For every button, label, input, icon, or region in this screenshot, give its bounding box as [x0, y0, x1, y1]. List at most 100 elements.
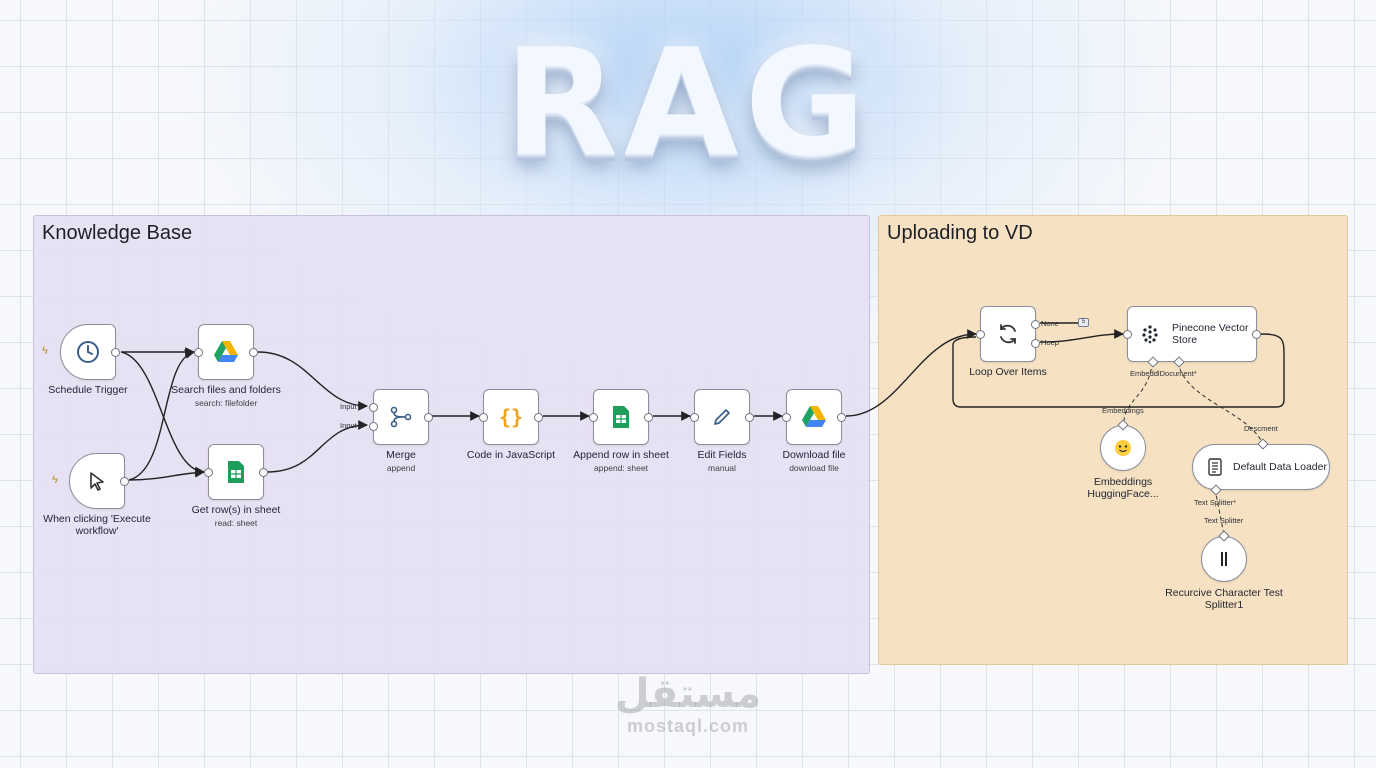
- output-port[interactable]: [1252, 330, 1261, 339]
- wire-manual-search: [128, 349, 195, 481]
- input-port[interactable]: [782, 413, 791, 422]
- get-rows-sub: read: sheet: [214, 518, 258, 528]
- wire-getrows-merge: [266, 420, 368, 473]
- merge-input2-label: Input 2: [340, 421, 363, 430]
- cursor-icon: [90, 472, 104, 491]
- text-splitter-node[interactable]: [1201, 530, 1247, 582]
- input-port-1[interactable]: [369, 403, 378, 412]
- loop-icon: [1000, 324, 1016, 344]
- trigger-bolt-icon: ϟ: [42, 345, 48, 357]
- loop-over-items-node[interactable]: [976, 306, 1040, 362]
- wire-embeddings-pinecone: [1123, 361, 1153, 423]
- search-files-sub: search: filefolder: [194, 398, 258, 408]
- wire-pinecone-back: [952, 333, 1285, 408]
- schedule-trigger-label: Schedule Trigger: [48, 384, 128, 396]
- manual-trigger-node[interactable]: [69, 453, 129, 509]
- input-port[interactable]: [976, 330, 985, 339]
- append-row-sub: append: sheet: [594, 463, 648, 473]
- output-port[interactable]: [111, 348, 120, 357]
- code-label: Code in JavaScript: [466, 449, 556, 461]
- merge-node[interactable]: [369, 389, 433, 445]
- pencil-icon: [714, 409, 730, 425]
- code-node[interactable]: {}: [479, 389, 543, 445]
- default-data-loader-node[interactable]: Default Data Loader: [1192, 438, 1330, 496]
- output-port[interactable]: [120, 477, 129, 486]
- loop-count-badge: 5: [1078, 318, 1089, 327]
- output-port[interactable]: [534, 413, 543, 422]
- download-file-node[interactable]: [782, 389, 846, 445]
- output-port[interactable]: [259, 468, 268, 477]
- merge-icon: [390, 406, 412, 428]
- pinecone-vector-store-node[interactable]: Pinecone Vector Store: [1123, 306, 1261, 368]
- schedule-trigger-node[interactable]: [60, 324, 120, 380]
- input-port[interactable]: [589, 413, 598, 422]
- download-file-label: Download file: [782, 449, 846, 461]
- append-row-node[interactable]: [589, 389, 653, 445]
- get-rows-node[interactable]: [204, 444, 268, 500]
- input-port[interactable]: [479, 413, 488, 422]
- wire-manual-getrows: [128, 467, 205, 481]
- embeddings-port-label: Embeddings: [1102, 406, 1144, 415]
- merge-input1-label: Input 1: [340, 402, 363, 411]
- splitter-port-label: Text Splitter: [1204, 516, 1244, 525]
- output-port[interactable]: [837, 413, 846, 422]
- wire-schedule-getrows: [120, 351, 205, 477]
- done-output-port[interactable]: [1031, 320, 1040, 329]
- loop-loop-label: Hoep: [1041, 338, 1059, 347]
- google-sheets-icon: [228, 461, 244, 483]
- append-row-label: Append row in sheet: [573, 449, 669, 461]
- wire-search-merge: [257, 351, 368, 411]
- output-port[interactable]: [424, 413, 433, 422]
- input-port[interactable]: [204, 468, 213, 477]
- loader-doc-port-label: Descment: [1244, 424, 1278, 433]
- input-port[interactable]: [194, 348, 203, 357]
- wire-splitter-loader: [1214, 488, 1225, 536]
- input-port-2[interactable]: [369, 422, 378, 431]
- data-loader-label: Default Data Loader: [1233, 461, 1327, 473]
- watermark-arabic: مستقل: [614, 672, 762, 716]
- output-port[interactable]: [644, 413, 653, 422]
- pinecone-embed-port-label: EmbeddlDocument*: [1130, 369, 1197, 378]
- uploading-title: Uploading to VD: [887, 222, 1033, 244]
- search-files-label: Search files and folders: [171, 384, 281, 396]
- pinecone-icon: [1142, 325, 1158, 344]
- splitter-label: Recurcive Character Test Splitter1: [1165, 587, 1283, 611]
- document-icon: [1208, 458, 1222, 476]
- uploading-section: Uploading to VD: [878, 215, 1348, 665]
- google-drive-icon: [214, 341, 238, 362]
- get-rows-label: Get row(s) in sheet: [191, 504, 281, 516]
- loader-split-port-label: Text Splitter*: [1194, 498, 1237, 507]
- huggingface-icon: [1115, 440, 1131, 456]
- knowledge-base-title: Knowledge Base: [42, 222, 193, 244]
- output-port[interactable]: [745, 413, 754, 422]
- manual-trigger-label: When clicking 'Execute workflow': [43, 513, 151, 537]
- merge-label: Merge: [386, 449, 416, 461]
- code-braces-icon: {}: [498, 405, 524, 429]
- wire-loader-pinecone: [1177, 361, 1263, 443]
- trigger-bolt-icon: ϟ: [52, 474, 58, 486]
- embeddings-huggingface-node[interactable]: [1100, 419, 1146, 471]
- input-port[interactable]: [1123, 330, 1132, 339]
- watermark: مستقل mostaql.com: [598, 672, 778, 737]
- edit-fields-node[interactable]: [690, 389, 754, 445]
- download-file-sub: download file: [789, 463, 839, 473]
- loop-output-port[interactable]: [1031, 339, 1040, 348]
- hero-title: RAG: [504, 17, 872, 189]
- wire-loop-pinecone: [1039, 329, 1124, 343]
- merge-sub: append: [386, 463, 416, 473]
- edit-fields-label: Edit Fields: [697, 449, 747, 461]
- wire-download-loop: [845, 329, 977, 417]
- search-files-node[interactable]: [194, 324, 258, 380]
- google-sheets-icon: [613, 406, 629, 428]
- embeddings-label: Embeddings HuggingFace...: [1087, 476, 1159, 500]
- input-port[interactable]: [690, 413, 699, 422]
- splitter-icon: [1221, 552, 1227, 566]
- pinecone-label: Pinecone Vector Store: [1172, 322, 1249, 346]
- watermark-latin: mostaql.com: [626, 716, 750, 736]
- edit-fields-sub: manual: [708, 463, 736, 473]
- loop-over-items-label: Loop Over Items: [969, 366, 1047, 378]
- google-drive-icon: [802, 406, 826, 427]
- loop-done-label: None: [1041, 319, 1059, 328]
- output-port[interactable]: [249, 348, 258, 357]
